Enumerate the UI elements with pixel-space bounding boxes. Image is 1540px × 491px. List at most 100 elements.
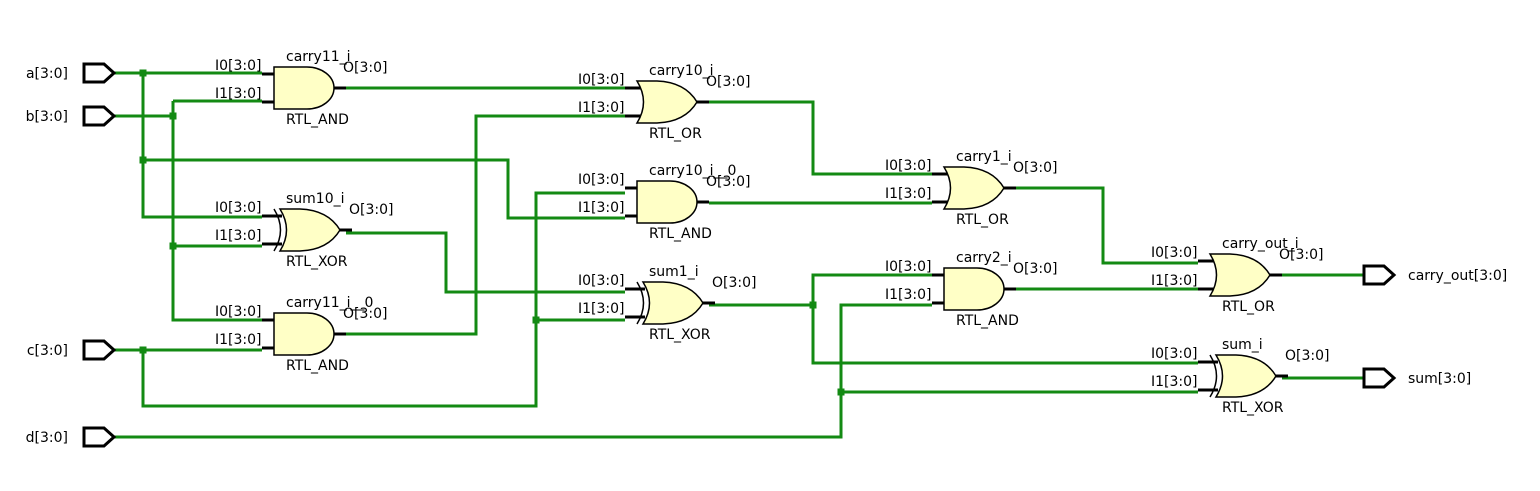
gate-type-label: RTL_AND	[286, 358, 349, 374]
net-wire	[171, 101, 262, 322]
gate-instance-name: carry10_i	[649, 63, 714, 79]
pin-label-in1: I1[3:0]	[885, 287, 932, 303]
pin-label-in1: I1[3:0]	[885, 186, 932, 202]
pin-label-in1: I1[3:0]	[578, 100, 625, 116]
pin-label-out: O[3:0]	[349, 202, 393, 218]
net-wire	[346, 114, 625, 336]
output-port-carry_out[interactable]: carry_out[3:0]	[1362, 264, 1507, 286]
pin-label-out: O[3:0]	[343, 60, 387, 76]
input-port-b[interactable]: b[3:0]	[26, 105, 117, 127]
xor-gate-body	[641, 281, 704, 325]
input-port-a[interactable]: a[3:0]	[26, 62, 117, 84]
gate-instance-name: carry1_i	[956, 149, 1012, 165]
and-gate-body	[273, 66, 335, 110]
and-gate-body	[636, 180, 698, 224]
input-port-arrow	[82, 426, 117, 448]
input-port-label: d[3:0]	[26, 430, 68, 446]
output-port-sum[interactable]: sum[3:0]	[1362, 367, 1471, 389]
output-port-label: carry_out[3:0]	[1408, 268, 1507, 284]
input-port-arrow	[82, 339, 117, 361]
gate-type-label: RTL_XOR	[1222, 400, 1284, 416]
pin-label-in0: I0[3:0]	[215, 200, 262, 216]
net-junction	[169, 242, 177, 250]
or-gate-body	[942, 166, 1005, 210]
net-junction	[809, 301, 817, 309]
net-wire	[346, 231, 625, 294]
pin-label-out: O[3:0]	[712, 275, 756, 291]
and-gate-body	[273, 312, 335, 356]
gate-type-label: RTL_AND	[956, 313, 1019, 329]
gate-instance-name: carry2_i	[956, 250, 1012, 266]
net-junction	[139, 69, 147, 77]
xor-extra-arc	[273, 208, 282, 252]
pin-label-in1: I1[3:0]	[578, 301, 625, 317]
pin-label-out: O[3:0]	[1013, 160, 1057, 176]
pin-label-in1: I1[3:0]	[578, 200, 625, 216]
or-gate-body	[1208, 253, 1271, 297]
net-wire	[141, 73, 625, 220]
gate-instance-name: sum1_i	[649, 264, 699, 280]
gate-type-label: RTL_OR	[956, 212, 1009, 228]
net-junction	[139, 156, 147, 164]
gate-instance-name: sum10_i	[286, 191, 345, 207]
net-junction	[169, 112, 177, 120]
gate-type-label: RTL_OR	[1222, 299, 1275, 315]
gate-type-label: RTL_OR	[649, 126, 702, 142]
xor-extra-arc	[1209, 354, 1218, 398]
gate-instance-name: carry10_i__0	[649, 163, 736, 179]
gate-instance-name: carry11_i__0	[286, 295, 373, 311]
ports: a[3:0]b[3:0]c[3:0]d[3:0]carry_out[3:0]su…	[26, 62, 1507, 448]
pin-label-in1: I1[3:0]	[215, 86, 262, 102]
pin-label-in0: I0[3:0]	[1151, 245, 1198, 261]
pin-label-out: O[3:0]	[343, 306, 387, 322]
pin-label-in0: I0[3:0]	[215, 58, 262, 74]
and-gate-body	[943, 267, 1005, 311]
input-port-label: b[3:0]	[26, 109, 68, 125]
gate-type-label: RTL_AND	[286, 112, 349, 128]
net-wire	[811, 305, 1198, 365]
input-port-arrow	[82, 62, 117, 84]
gates: I0[3:0]I1[3:0]O[3:0]carry11_iRTL_ANDI0[3…	[215, 49, 1329, 416]
or-gate-body	[635, 80, 698, 124]
pin-label-in0: I0[3:0]	[578, 72, 625, 88]
input-port-d[interactable]: d[3:0]	[26, 426, 117, 448]
gate-instance-name: sum_i	[1222, 337, 1263, 353]
net-wire	[1016, 186, 1198, 265]
output-port-label: sum[3:0]	[1408, 371, 1471, 387]
net-wire	[114, 303, 932, 439]
pin-label-in1: I1[3:0]	[215, 332, 262, 348]
pin-label-in1: I1[3:0]	[215, 228, 262, 244]
xor-gate-body	[278, 208, 341, 252]
net-wire	[709, 273, 932, 307]
net-wire	[709, 100, 932, 176]
pin-label-in0: I0[3:0]	[885, 158, 932, 174]
xor-gate-body	[1214, 354, 1277, 398]
output-port-arrow	[1362, 264, 1397, 286]
input-port-label: c[3:0]	[27, 343, 68, 359]
nets	[114, 69, 1364, 439]
net-junction	[139, 346, 147, 354]
pin-label-in0: I0[3:0]	[1151, 346, 1198, 362]
gate-type-label: RTL_AND	[649, 226, 712, 242]
pin-label-out: O[3:0]	[1285, 348, 1329, 364]
input-port-label: a[3:0]	[26, 66, 68, 82]
net-wire	[141, 191, 625, 408]
pin-label-in0: I0[3:0]	[215, 304, 262, 320]
pin-label-in0: I0[3:0]	[578, 273, 625, 289]
pin-label-out: O[3:0]	[706, 174, 750, 190]
pin-label-in1: I1[3:0]	[1151, 374, 1198, 390]
input-port-c[interactable]: c[3:0]	[27, 339, 117, 361]
net-junction	[532, 316, 540, 324]
gate-type-label: RTL_XOR	[649, 327, 711, 343]
